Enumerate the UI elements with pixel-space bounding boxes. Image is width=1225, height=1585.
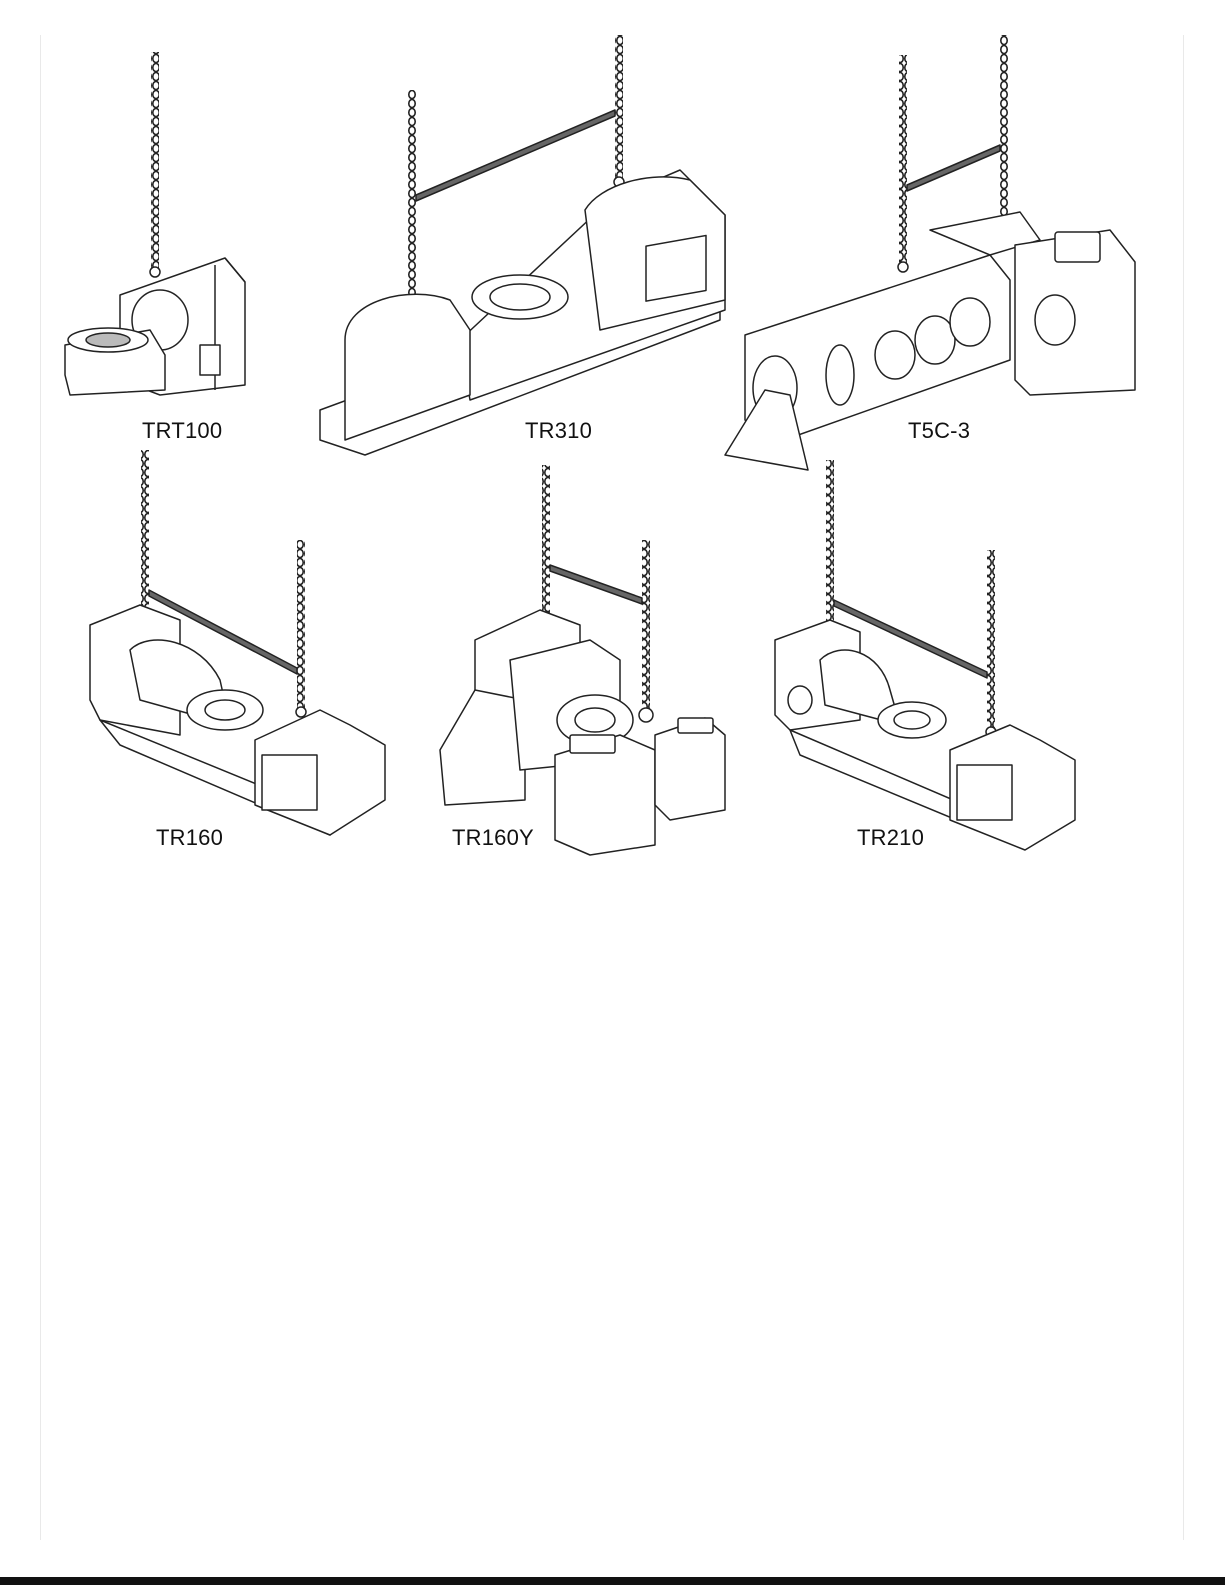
figure-label-tr210: TR210	[857, 825, 924, 851]
tr310-drawing	[320, 35, 725, 455]
t5c3-drawing	[725, 35, 1135, 470]
figure-label-t5c3: T5C-3	[908, 418, 970, 444]
figure-label-trt100: TRT100	[142, 418, 222, 444]
tr160-drawing	[90, 450, 385, 835]
trt100-drawing	[65, 52, 245, 395]
figure-label-tr160: TR160	[156, 825, 223, 851]
figure-label-tr160y: TR160Y	[452, 825, 534, 851]
footer-rule	[0, 1577, 1225, 1585]
figure-label-tr310: TR310	[525, 418, 592, 444]
tr160y-drawing	[440, 465, 725, 855]
tr210-drawing	[775, 460, 1075, 850]
